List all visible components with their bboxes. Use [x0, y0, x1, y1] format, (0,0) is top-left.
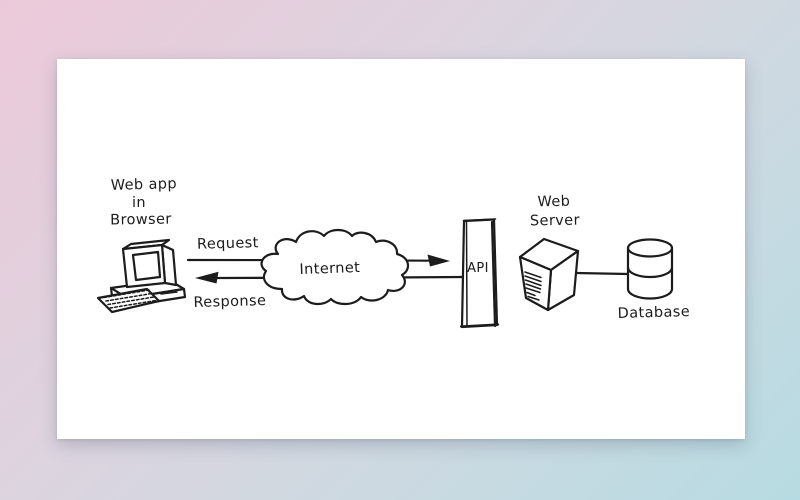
cloud-icon: [260, 228, 410, 306]
server-database-connector: [574, 271, 630, 276]
request-label: Request: [197, 235, 259, 253]
database-label: Database: [618, 304, 691, 322]
browser-label-line-1: Web app: [111, 176, 178, 194]
server-tower-icon: [518, 237, 580, 312]
response-label: Response: [193, 293, 266, 311]
labels: Web app in Browser Request Response Inte…: [110, 176, 690, 322]
web-server-label-line-2: Server: [530, 213, 580, 230]
web-server-label-line-1: Web: [537, 194, 570, 211]
browser-label-line-2: in: [132, 195, 146, 211]
api-bar-icon: [459, 218, 500, 329]
internet-label: Internet: [299, 260, 360, 278]
api-label: API: [467, 261, 489, 276]
browser-label-line-3: Browser: [110, 211, 172, 228]
computer-icon: [96, 238, 187, 314]
database-cylinder-icon: [626, 238, 674, 300]
